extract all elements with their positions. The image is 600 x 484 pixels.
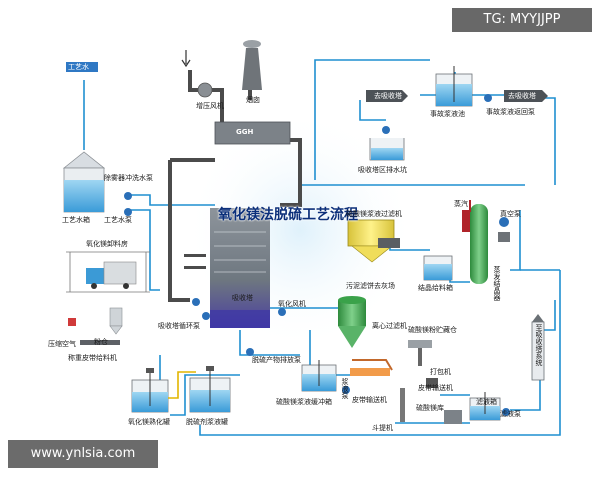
label-crystal-feed-tank: 结晶给料箱 [418, 284, 453, 292]
label-to-absorber-2: 去吸收塔 [508, 92, 536, 100]
label-mgso4-warehouse: 硫酸镁库 [416, 404, 444, 412]
label-powder-silo: 粉仓 [94, 338, 108, 346]
label-product-discharge-pump: 脱硫产物排放泵 [252, 356, 301, 364]
label-sludge-cake: 污泥滤饼去灰场 [346, 282, 395, 290]
label-mgo-unloading-room: 氧化镁卸料房 [86, 240, 128, 248]
label-compressed-air: 压缩空气 [48, 340, 76, 348]
compressed-air-valve [68, 318, 76, 326]
label-chimney: 烟囱 [246, 96, 260, 104]
mgo-slaking-tank [131, 368, 169, 413]
oxidation-fan [278, 308, 286, 316]
label-process-water-tank: 工艺水箱 [62, 216, 90, 224]
evaporative-crystallizer [462, 200, 488, 284]
vacuum-pump [498, 217, 510, 242]
arrow-down-icon [181, 50, 191, 68]
label-absorbent-slurry-tank: 脱硫剂浆液罐 [186, 418, 228, 426]
weigh-belt-feeder [80, 340, 120, 345]
label-bucket-elevator: 斗提机 [372, 424, 393, 432]
truck-icon [86, 261, 137, 289]
label-ggh: GGH [236, 128, 254, 136]
filtrate-tank [469, 392, 501, 421]
absorber-tower [210, 208, 270, 328]
label-emergency-slurry-tank: 事故浆液池 [430, 110, 465, 118]
crystal-feed-tank [423, 255, 453, 281]
process-water-tag-box [66, 62, 98, 72]
mgso4-filter [347, 219, 400, 263]
belt-conveyor [350, 359, 393, 376]
label-absorber-recirc-pump: 吸收塔循环泵 [158, 322, 200, 330]
powder-silo [109, 307, 123, 335]
water-pumps [124, 192, 132, 216]
mgso4-warehouse [444, 410, 462, 424]
label-belt-conveyor: 皮带输送机 [352, 396, 387, 404]
absorbent-slurry-tank [189, 366, 231, 413]
label-filtrate-tank: 滤液箱 [476, 398, 497, 406]
label-mgso4-storage: 硫酸镁粉贮藏仓 [408, 326, 457, 334]
mgso4-storage-silo [408, 340, 432, 366]
mgso4-buffer-tank [301, 360, 337, 392]
label-oxidation-fan: 氧化风机 [278, 300, 306, 308]
label-absorber: 吸收塔 [232, 294, 253, 302]
filtrate-pump [502, 408, 510, 416]
slurry-transfer-line [168, 371, 196, 399]
label-centrifuge: 离心过滤机 [372, 322, 407, 330]
drain-pit [369, 126, 405, 161]
watermark-top: TG: MYYJJPP [452, 8, 592, 32]
label-booster-fan: 增压风机 [196, 102, 224, 110]
label-emergency-return-pump: 事故浆液返回泵 [486, 108, 535, 116]
diagram-title: 氧化镁法脱硫工艺流程 [218, 207, 358, 223]
packing-machine [426, 378, 438, 388]
centrifuge [338, 296, 366, 348]
label-mgo-slaking-tank: 氧化镁熟化罐 [128, 418, 170, 426]
label-packing-machine: 打包机 [430, 368, 451, 376]
label-mgso4-buffer-tank: 硫酸镁浆液缓冲箱 [276, 398, 332, 406]
emergency-slurry-tank [435, 66, 473, 107]
to-absorber-arrow-1 [366, 90, 408, 102]
label-slurry-pump: 浆液泵 [341, 378, 349, 399]
process-water-tag: 工艺水 [68, 63, 89, 71]
label-drain-pit: 吸收塔区排水坑 [358, 166, 407, 174]
slurry-pump [342, 386, 350, 394]
mgo-unloading-room [66, 251, 150, 293]
label-to-absorber-1: 去吸收塔 [374, 92, 402, 100]
recirculation-pumps [192, 298, 210, 320]
product-discharge-pump [246, 348, 254, 356]
to-absorber-system-tag [531, 314, 545, 381]
label-evap-crystallizer: 蒸发结晶器 [493, 266, 501, 301]
label-process-water-pump: 工艺水泵 [104, 216, 132, 224]
label-vacuum-pump: 真空泵 [500, 210, 521, 218]
process-water-tank [62, 151, 106, 213]
emergency-return-pump [484, 94, 492, 102]
label-to-absorber-system: 至吸收塔系统 [535, 324, 543, 366]
label-mgso4-filter: 硫酸镁浆液过滤机 [346, 210, 402, 218]
label-steam: 蒸汽 [454, 200, 468, 208]
recirc-header [184, 254, 206, 257]
ggh-unit [214, 121, 291, 145]
recirc-header-2 [184, 266, 206, 269]
label-demister-flush-pump: 除雾器冲洗水泵 [104, 174, 153, 182]
label-filtrate-pump: 滤液泵 [500, 410, 521, 418]
watermark-bottom: www.ynlsia.com [8, 440, 158, 468]
booster-fan [197, 82, 213, 98]
chimney [242, 40, 262, 90]
bucket-elevator [400, 388, 405, 422]
to-absorber-arrow-2 [504, 90, 548, 102]
label-weigh-belt-feeder: 称重皮带给料机 [68, 354, 117, 362]
label-belt-conveyor-2: 皮带输送机 [418, 384, 453, 392]
